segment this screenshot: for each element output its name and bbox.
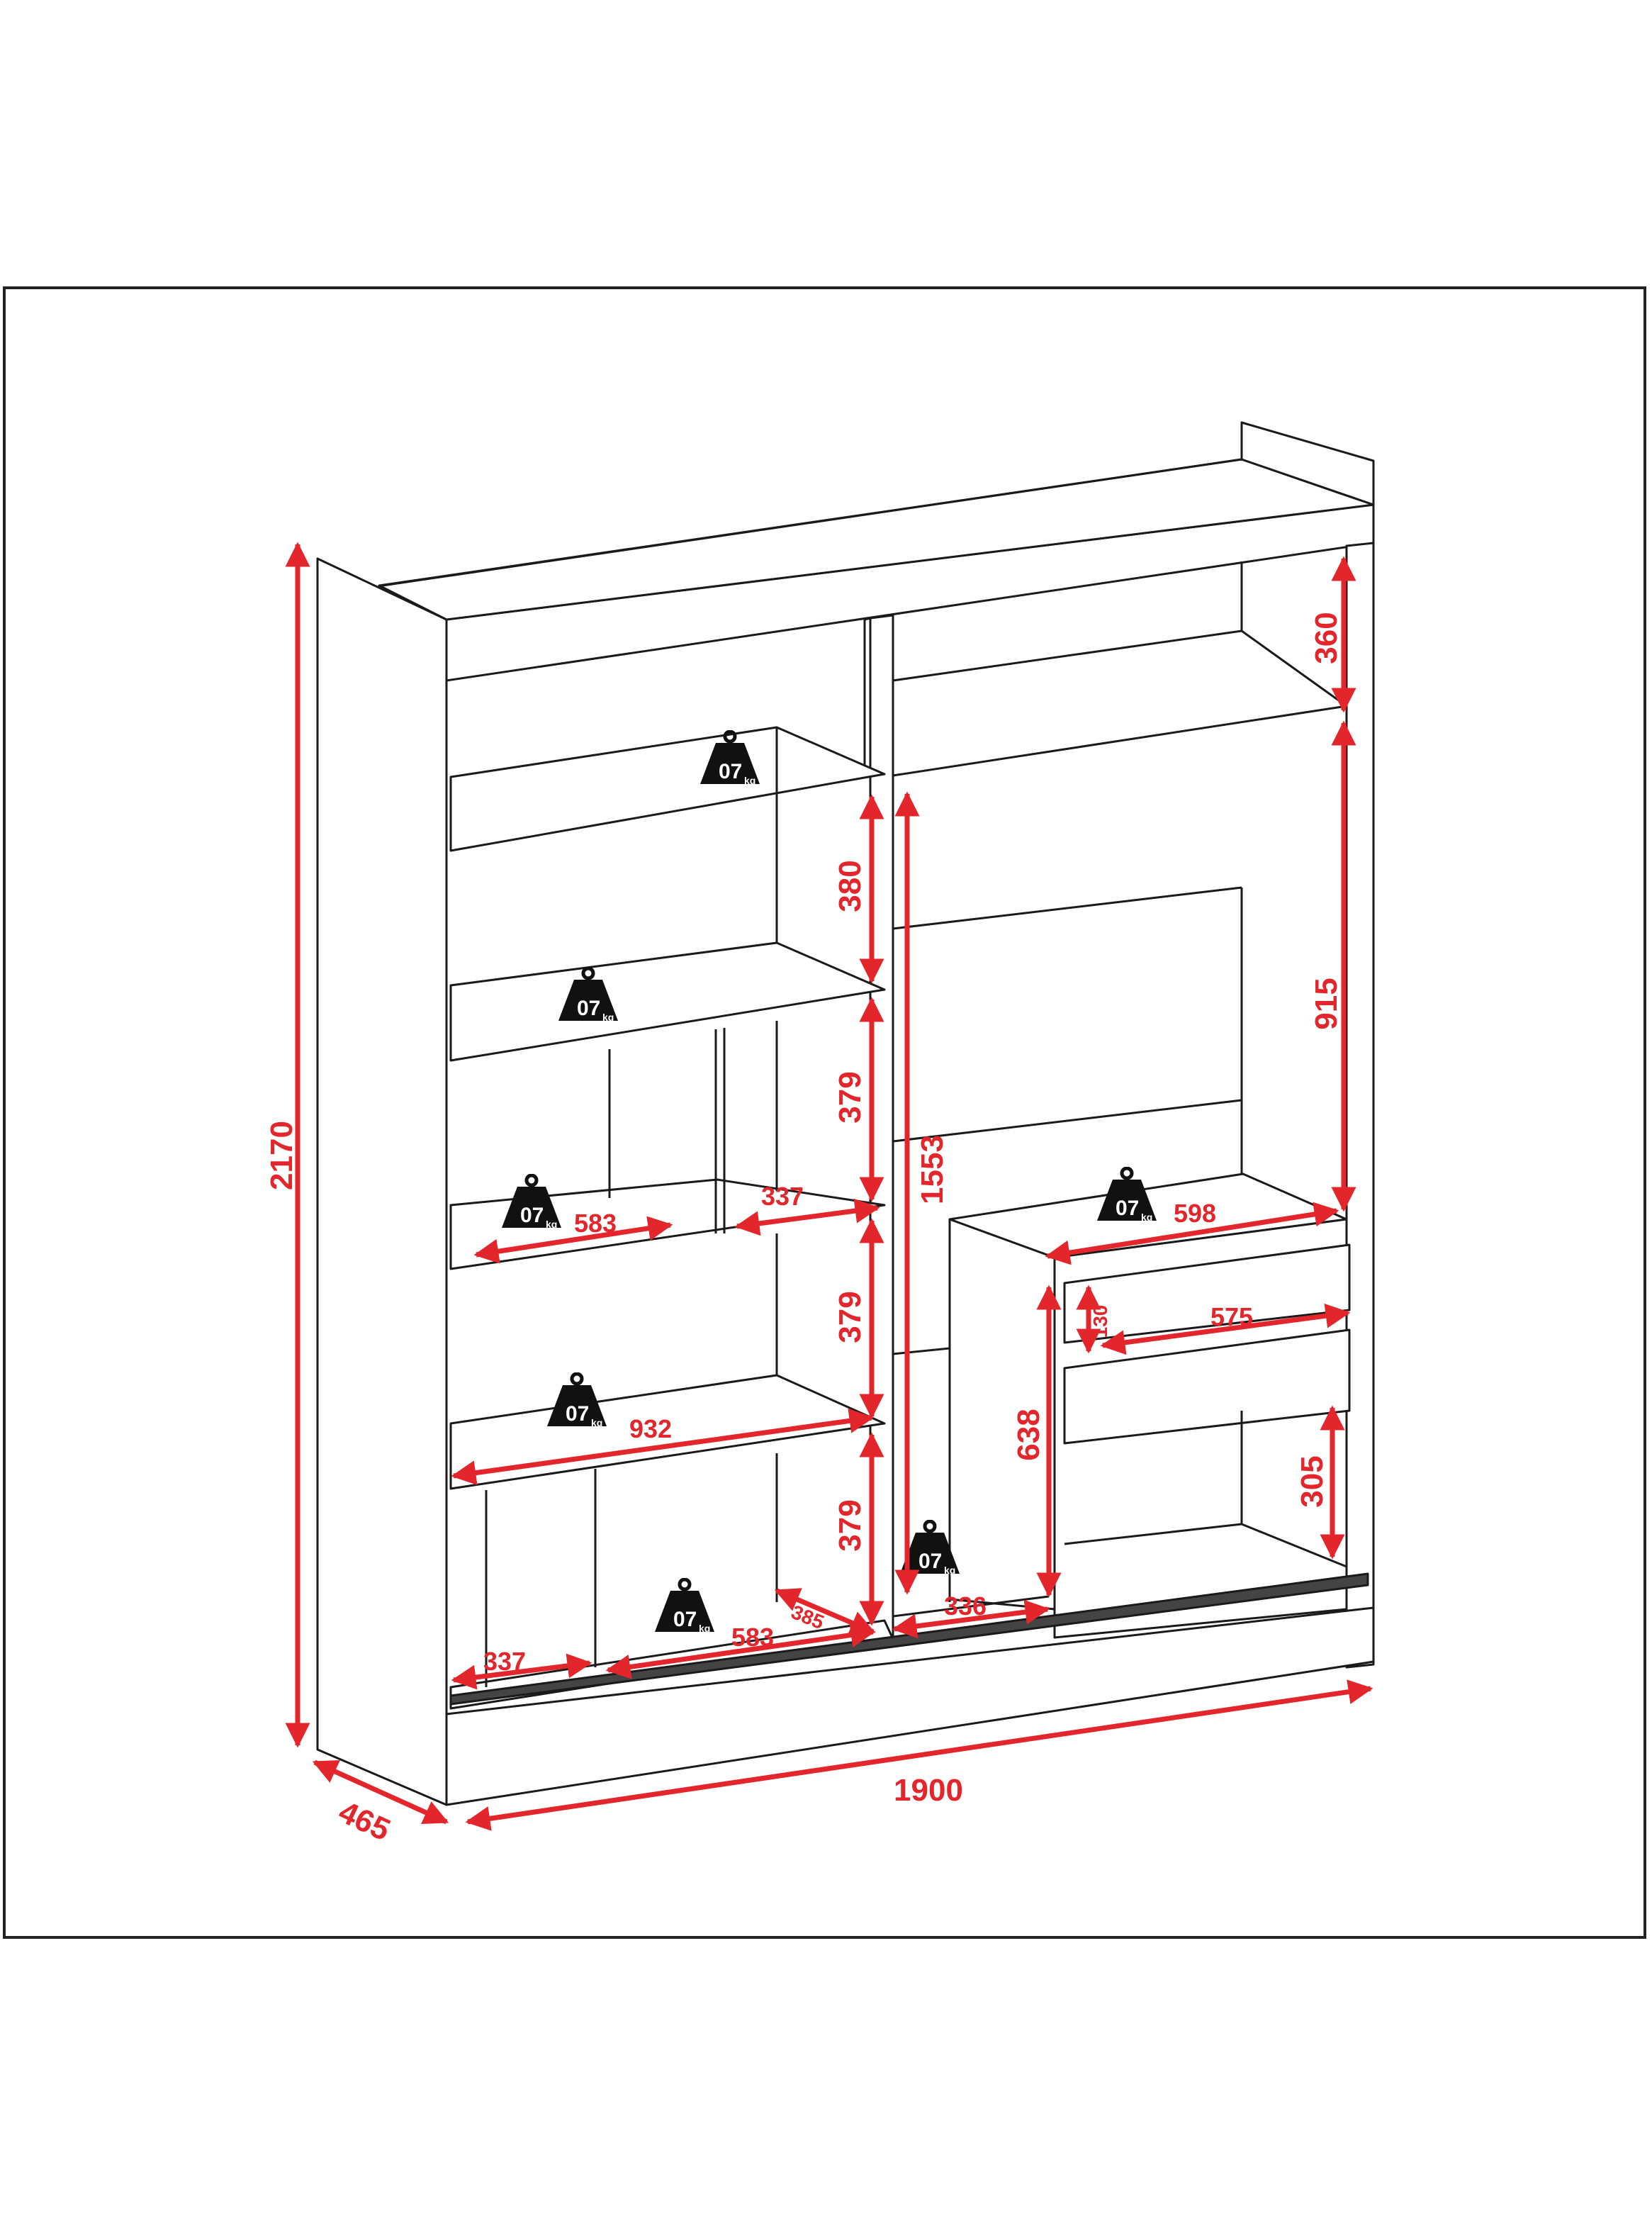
kg-unit: kg <box>1141 1211 1152 1223</box>
kg-unit: kg <box>602 1012 614 1023</box>
kg-unit: kg <box>699 1623 710 1634</box>
dim-drawer-130: 130 <box>1089 1305 1111 1338</box>
dim-niche-379-a: 379 <box>833 1071 867 1123</box>
dim-shelf-932: 932 <box>629 1414 672 1443</box>
kg-icon: 07 kg <box>655 1579 714 1634</box>
dim-niche-379-b: 379 <box>833 1291 867 1343</box>
dim-drawer-575: 575 <box>1210 1302 1253 1331</box>
kg-value: 07 <box>577 997 600 1020</box>
kg-icon: 07 kg <box>900 1521 960 1576</box>
kg-value: 07 <box>520 1204 544 1227</box>
shelf-2 <box>449 941 886 1062</box>
back-rail <box>382 458 1242 587</box>
dim-niche-379-c: 379 <box>833 1499 867 1551</box>
kg-unit: kg <box>591 1417 602 1428</box>
dim-dresser-niche-305: 305 <box>1295 1455 1330 1507</box>
dim-niche-583-a: 583 <box>574 1209 617 1238</box>
top-upright <box>863 617 872 776</box>
dim-upper-niche: 380 <box>833 860 867 912</box>
kg-value: 07 <box>673 1608 697 1631</box>
dim-right-hanging: 915 <box>1309 978 1344 1029</box>
left-side-panel <box>316 557 448 1806</box>
dim-niche-337-b: 337 <box>483 1647 526 1676</box>
kg-value: 07 <box>918 1550 942 1573</box>
kg-value: 07 <box>719 760 742 783</box>
dim-top-compartment: 360 <box>1309 612 1344 664</box>
dim-dresser-598: 598 <box>1174 1199 1216 1228</box>
kg-value: 07 <box>566 1402 589 1426</box>
diagram-frame <box>3 286 1646 1939</box>
dim-depth: 465 <box>334 1794 395 1847</box>
right-side-panel <box>1345 542 1375 1669</box>
kg-icon: 07 kg <box>558 968 618 1023</box>
dim-width-total: 1900 <box>894 1773 963 1808</box>
dim-niche-385: 385 <box>788 1601 827 1633</box>
dim-height-total: 2170 <box>264 1121 299 1190</box>
kg-unit: kg <box>944 1565 955 1576</box>
kg-unit: kg <box>546 1219 557 1230</box>
dim-dresser-638: 638 <box>1011 1409 1046 1460</box>
kg-icon: 07 kg <box>700 732 760 786</box>
shelf-1 <box>449 726 886 852</box>
kg-unit: kg <box>744 775 755 786</box>
dim-bottom-336: 336 <box>944 1591 987 1621</box>
dim-long-hanging: 1553 <box>915 1135 950 1204</box>
dim-niche-583-b: 583 <box>731 1623 774 1652</box>
right-top-shelf <box>892 629 1348 777</box>
dimension-labels: 2170 465 1900 360 915 1553 380 379 379 3… <box>264 612 1344 1847</box>
kg-value: 07 <box>1116 1197 1139 1220</box>
dimension-lines <box>285 542 1373 1831</box>
top-rail <box>1240 421 1375 506</box>
dim-niche-337-a: 337 <box>761 1182 804 1211</box>
